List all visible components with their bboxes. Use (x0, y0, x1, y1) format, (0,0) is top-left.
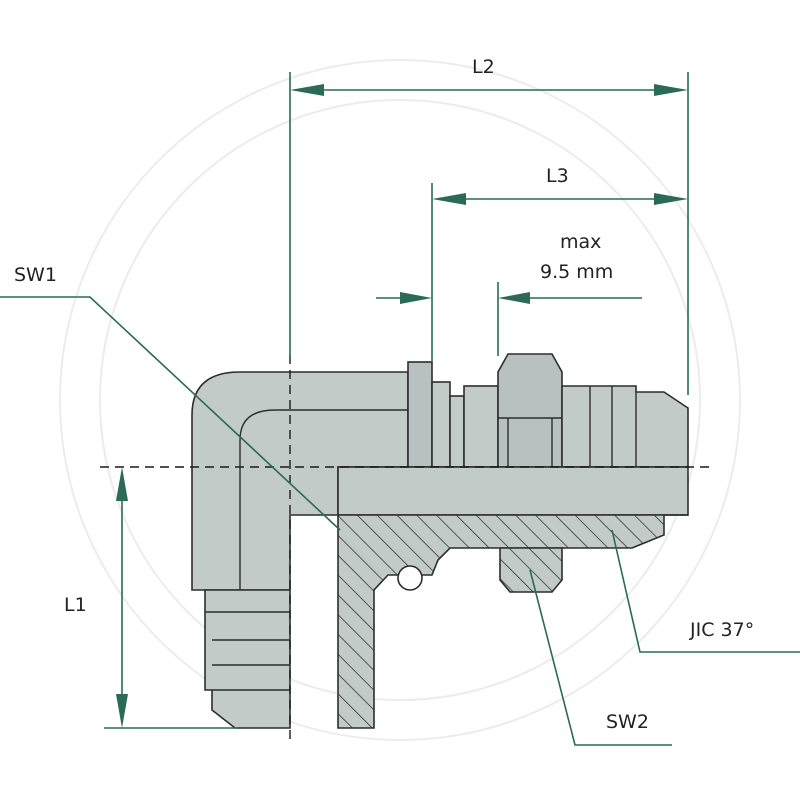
section-hatch (337, 514, 688, 729)
label-sw1: SW1 (14, 264, 57, 286)
sw1-leader (0, 296, 341, 531)
labels: L2 L3 max 9.5 mm SW1 L1 JIC 37° SW2 (14, 56, 754, 733)
label-max: max (560, 231, 601, 253)
right-male-end (561, 385, 689, 468)
center-lines (100, 355, 715, 745)
fitting-body (191, 353, 689, 729)
elbow-inner-curve (239, 409, 408, 590)
lower-male-end (204, 589, 291, 729)
groove (449, 395, 465, 468)
sw2-leader (529, 569, 672, 746)
label-l2: L2 (472, 56, 495, 78)
label-max-value: 9.5 mm (540, 261, 613, 283)
collar-flange (407, 361, 433, 468)
dimensions (0, 72, 800, 746)
label-l3: L3 (546, 165, 569, 187)
watermark (59, 59, 741, 741)
label-l1: L1 (64, 594, 87, 616)
undercut-hole (397, 565, 423, 591)
collar-step (431, 381, 451, 468)
lock-nut-section (499, 547, 563, 593)
label-sw2: SW2 (606, 711, 649, 733)
label-jic: JIC 37° (689, 619, 754, 641)
jic-leader (611, 529, 800, 653)
shaft-upper-wall (337, 466, 689, 516)
thread-section (463, 385, 499, 468)
